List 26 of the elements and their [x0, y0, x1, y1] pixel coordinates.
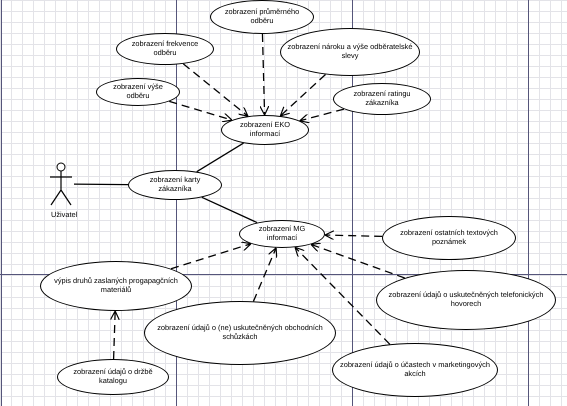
dependency-arrow [280, 74, 326, 117]
dependency-arrow [252, 247, 278, 302]
dependency-arrow [299, 108, 344, 124]
use-case-ellipse [376, 270, 556, 330]
dependency-arrow [169, 100, 233, 122]
use-case-ellipse [280, 28, 420, 76]
dependency-arrow [324, 230, 382, 240]
dependency-arrow [110, 310, 120, 360]
dependency-arrow [170, 242, 252, 270]
dependency-arrow [294, 246, 390, 345]
use-case-ellipse [144, 301, 336, 365]
association-line [202, 196, 258, 224]
association-line [74, 183, 128, 186]
dependency-arrow [182, 63, 249, 117]
use-case-ellipse [332, 343, 498, 397]
use-case-ellipse [333, 83, 431, 115]
use-case-ellipse [239, 220, 325, 248]
use-case-ellipse [96, 78, 180, 106]
association-line [196, 142, 244, 172]
use-case-ellipse [221, 115, 309, 145]
use-case-ellipse [382, 216, 516, 260]
use-case-ellipse [128, 170, 222, 200]
use-case-ellipse [57, 359, 169, 395]
dependency-arrow [259, 34, 270, 116]
dependency-arrow [310, 242, 405, 279]
use-case-ellipse [210, 0, 314, 34]
